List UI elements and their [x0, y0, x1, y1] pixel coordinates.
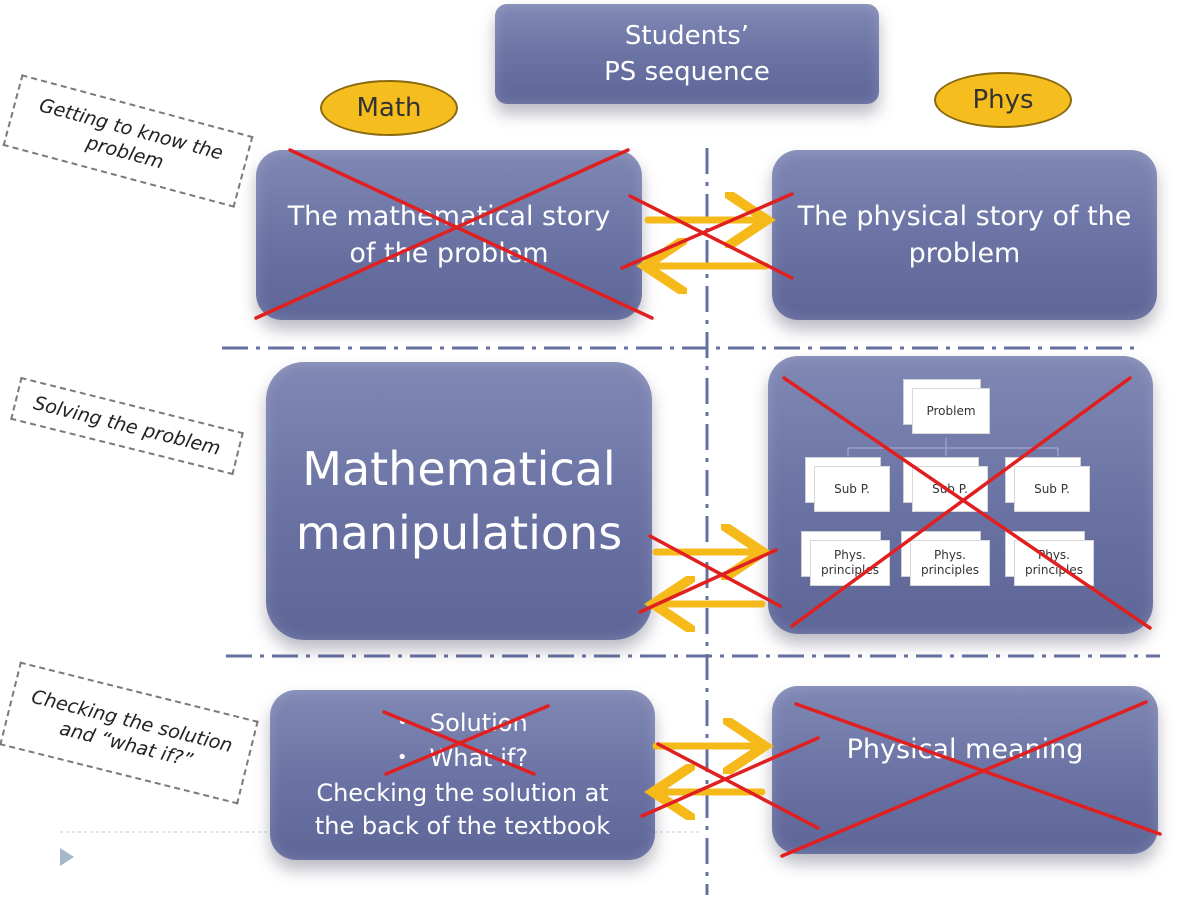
- title-line-1: Students’: [624, 21, 750, 51]
- checking-bullets: Solution What if?: [397, 707, 529, 777]
- red-x-icon: [254, 148, 654, 320]
- triangle-right-icon: [60, 848, 74, 866]
- math-story-text: The mathematical story of the problem: [287, 201, 611, 269]
- red-x-icon: [640, 736, 820, 830]
- double-arrow-icon: [648, 220, 766, 266]
- red-x-icon: [782, 376, 1152, 630]
- phys-story-box: The physical story of the problem: [772, 150, 1157, 320]
- tree-root-node: Problem: [912, 388, 990, 434]
- phys-story-text: The physical story of the problem: [797, 201, 1132, 269]
- tree-leaf-node: Phys. principles: [910, 540, 990, 586]
- math-column-label: Math: [320, 80, 458, 136]
- math-story-box: The mathematical story of the problem: [256, 150, 642, 320]
- phys-column-label: Phys: [934, 72, 1072, 128]
- red-x-icon: [620, 192, 794, 280]
- tree-sub-node: Sub P.: [814, 466, 890, 512]
- double-arrow-icon: [656, 746, 762, 792]
- title-line-2: PS sequence: [604, 57, 770, 87]
- tree-connectors: [847, 438, 1059, 456]
- checking-text: Checking the solution at the back of the…: [314, 779, 611, 840]
- title-box: Students’ PS sequence: [495, 4, 879, 104]
- physical-meaning-text: Physical meaning: [846, 734, 1084, 765]
- red-x-icon: [780, 700, 1162, 858]
- red-x-icon: [382, 704, 550, 776]
- math-manipulations-box: Mathematical manipulations: [266, 362, 652, 640]
- tree-sub-node: Sub P.: [1014, 466, 1090, 512]
- math-manipulations-text: Mathematical manipulations: [295, 442, 623, 560]
- double-arrow-icon: [656, 552, 762, 604]
- math-checking-box: Solution What if? Checking the solution …: [270, 690, 655, 860]
- physical-meaning-box: Physical meaning: [772, 686, 1158, 854]
- red-x-icon: [638, 534, 782, 614]
